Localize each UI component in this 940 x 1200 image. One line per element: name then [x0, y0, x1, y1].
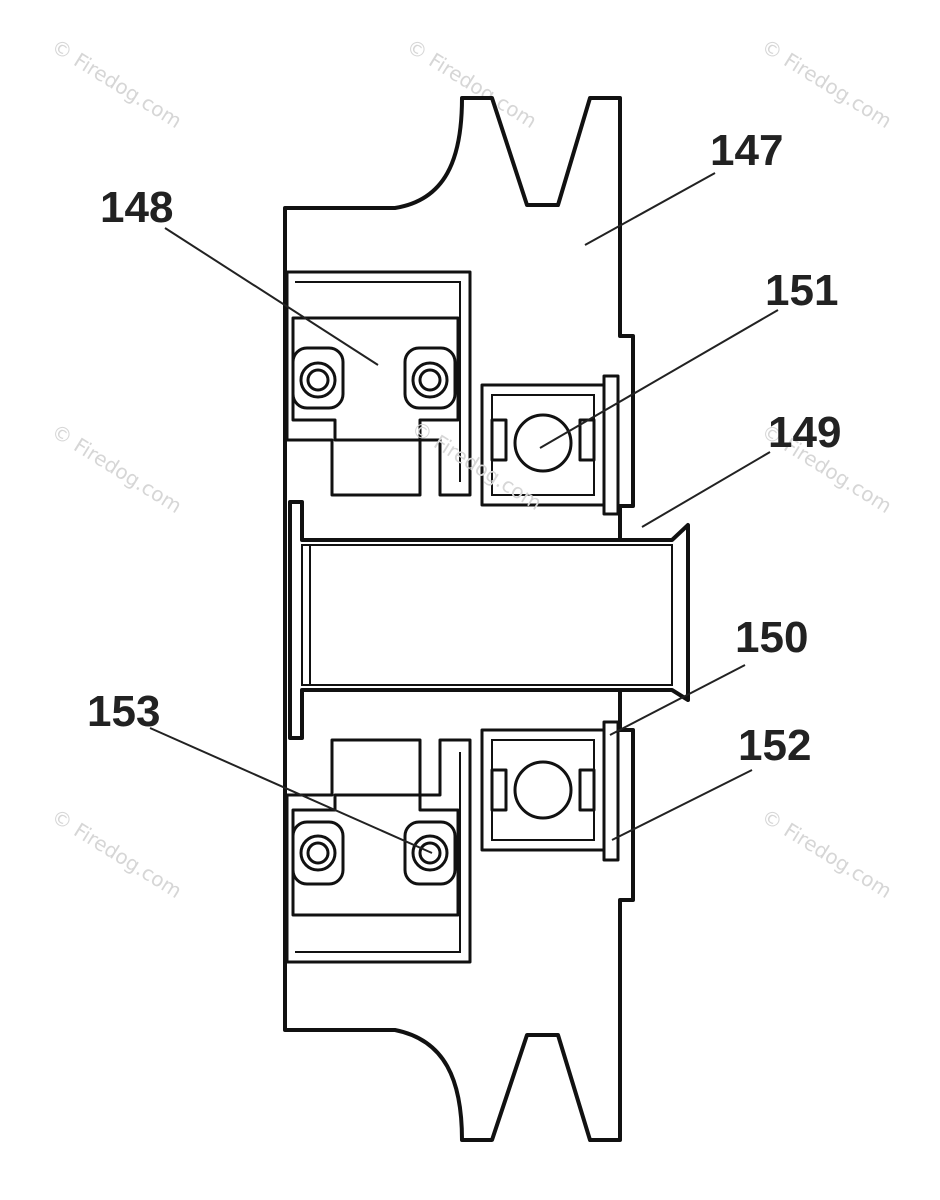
lower-roller-left-inner — [306, 841, 330, 865]
spindle-shaft-inner — [301, 544, 673, 686]
leader-149 — [641, 451, 771, 528]
upper-bearing-seal-left — [490, 418, 508, 462]
watermark-3: © Firedog.com — [757, 34, 896, 133]
callout-150: 150 — [735, 613, 808, 662]
callout-148: 148 — [100, 183, 173, 232]
callout-152: 152 — [738, 721, 811, 770]
watermark-1: © Firedog.com — [47, 34, 186, 133]
leader-152 — [611, 769, 753, 841]
upper-bearing-seal-right — [578, 418, 596, 462]
callout-149: 149 — [768, 408, 841, 457]
lower-ball-bearing — [480, 728, 606, 852]
callout-153: 153 — [87, 687, 160, 736]
callout-151: 151 — [765, 266, 838, 315]
upper-bearing-ball — [513, 413, 573, 473]
upper-ball-bearing — [480, 383, 606, 507]
upper-rollers — [291, 346, 457, 410]
leader-153 — [149, 727, 433, 854]
lower-bearing-seal-left — [490, 768, 508, 812]
leader-148 — [164, 227, 379, 366]
callout-147: 147 — [710, 126, 783, 175]
upper-housing-inner-line — [295, 281, 461, 482]
leader-147 — [584, 172, 716, 246]
leader-151 — [539, 309, 779, 449]
callout-labels: 147 148 149 150 151 152 153 — [87, 126, 841, 770]
leader-lines — [149, 172, 779, 854]
lower-housing-inner-line — [295, 752, 461, 953]
lower-bearing-seal-right — [578, 768, 596, 812]
upper-retaining-ring — [602, 374, 620, 516]
watermark-4: © Firedog.com — [47, 419, 186, 518]
lower-retaining-ring — [602, 720, 620, 862]
upper-roller-left-inner — [306, 368, 330, 392]
lower-bearing-ball — [513, 760, 573, 820]
watermark-9: © Firedog.com — [757, 804, 896, 903]
upper-roller-right-inner — [418, 368, 442, 392]
leader-150 — [609, 664, 746, 736]
spindle-shaft — [288, 500, 690, 740]
watermark-7: © Firedog.com — [47, 804, 186, 903]
